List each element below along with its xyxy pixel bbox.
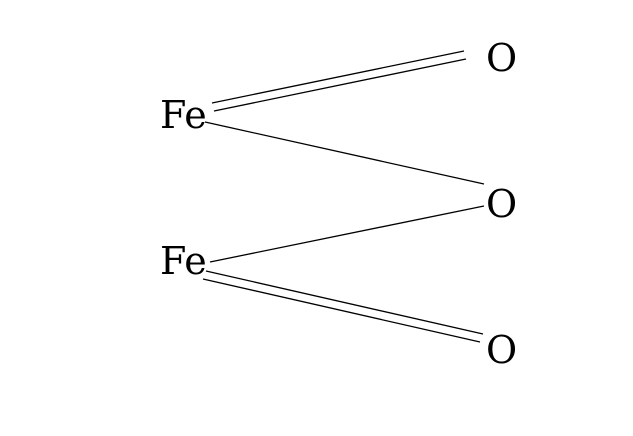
atom-o-bottom: O <box>486 328 518 372</box>
bond-line <box>213 58 467 112</box>
atom-o-middle: O <box>486 182 518 226</box>
atom-fe-top: Fe <box>160 93 207 137</box>
atom-fe-bottom: Fe <box>160 239 207 283</box>
bond-line <box>205 270 484 335</box>
bond-fe-bottom-o-middle-single <box>209 205 485 263</box>
bond-line <box>211 50 465 104</box>
bond-fe-bottom-o-bottom-double <box>202 270 484 343</box>
bond-fe-top-o-top-double <box>211 50 467 112</box>
bond-line <box>202 278 481 343</box>
atom-o-top: O <box>486 36 518 80</box>
bond-fe-top-o-middle-single <box>204 121 485 185</box>
